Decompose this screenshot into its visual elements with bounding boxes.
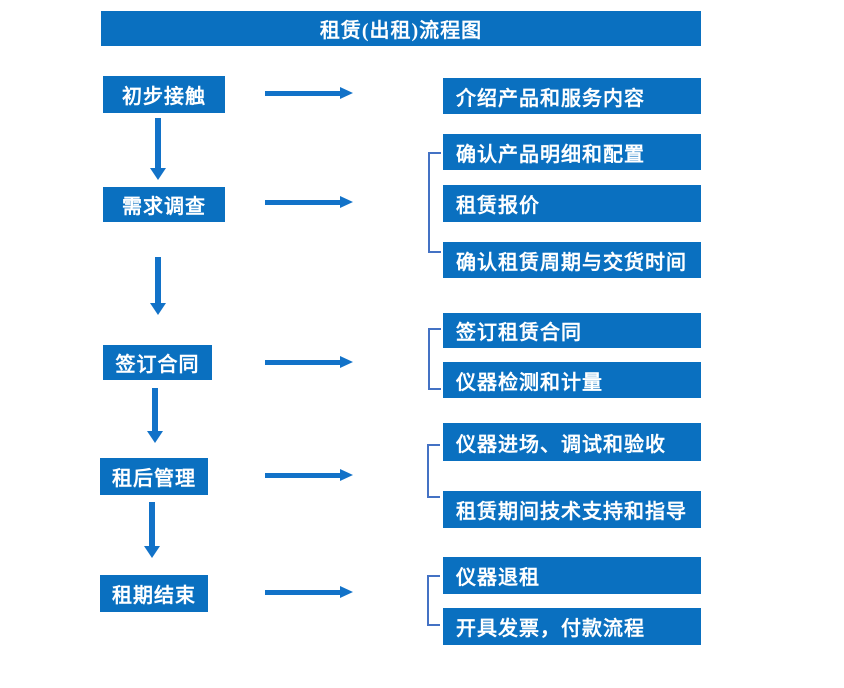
bracket-group-sign-contract	[428, 328, 441, 390]
flowchart-title: 租赁(出租)流程图	[101, 11, 701, 46]
arrow-down-1	[150, 118, 166, 180]
step-box-demand-survey: 需求调查	[103, 187, 225, 222]
arrow-head-icon	[340, 87, 353, 99]
arrow-right-1	[265, 87, 353, 99]
arrow-down-3	[147, 388, 163, 443]
arrow-head-icon	[340, 356, 353, 368]
arrow-shaft	[149, 502, 155, 547]
step-box-post-rental-management: 租后管理	[100, 458, 208, 495]
arrow-shaft	[265, 473, 341, 478]
arrow-head-icon	[150, 303, 166, 315]
step-box-initial-contact: 初步接触	[103, 76, 225, 113]
detail-box-rental-quotation: 租赁报价	[443, 185, 701, 222]
step-box-rental-end: 租期结束	[100, 575, 208, 612]
step-box-sign-contract: 签订合同	[103, 345, 212, 380]
detail-box-introduce-products: 介绍产品和服务内容	[443, 78, 701, 114]
detail-box-technical-support: 租赁期间技术支持和指导	[443, 491, 701, 528]
detail-box-invoice-payment: 开具发票，付款流程	[443, 608, 701, 645]
detail-box-confirm-product-config: 确认产品明细和配置	[443, 134, 701, 170]
arrow-shaft	[265, 91, 341, 96]
bracket-group-post-rental	[427, 444, 440, 498]
arrow-right-4	[265, 469, 353, 481]
arrow-head-icon	[147, 431, 163, 443]
arrow-shaft	[155, 118, 161, 169]
arrow-right-2	[265, 196, 353, 208]
arrow-head-icon	[340, 196, 353, 208]
detail-box-instrument-installation: 仪器进场、调试和验收	[443, 423, 701, 461]
arrow-shaft	[152, 388, 158, 432]
bracket-group-demand-survey	[428, 152, 441, 253]
arrow-shaft	[265, 590, 341, 595]
arrow-shaft	[265, 200, 341, 205]
arrow-down-4	[144, 502, 160, 558]
arrow-right-5	[265, 586, 353, 598]
arrow-shaft	[265, 360, 341, 365]
detail-box-instrument-testing: 仪器检测和计量	[443, 362, 701, 398]
arrow-head-icon	[150, 168, 166, 180]
arrow-head-icon	[340, 469, 353, 481]
arrow-right-3	[265, 356, 353, 368]
detail-box-instrument-return: 仪器退租	[443, 557, 701, 594]
arrow-head-icon	[340, 586, 353, 598]
arrow-head-icon	[144, 546, 160, 558]
arrow-shaft	[155, 257, 161, 304]
arrow-down-2	[150, 257, 166, 315]
detail-box-confirm-period-delivery: 确认租赁周期与交货时间	[443, 242, 701, 278]
detail-box-sign-rental-contract: 签订租赁合同	[443, 313, 701, 348]
bracket-group-rental-end	[427, 575, 440, 626]
